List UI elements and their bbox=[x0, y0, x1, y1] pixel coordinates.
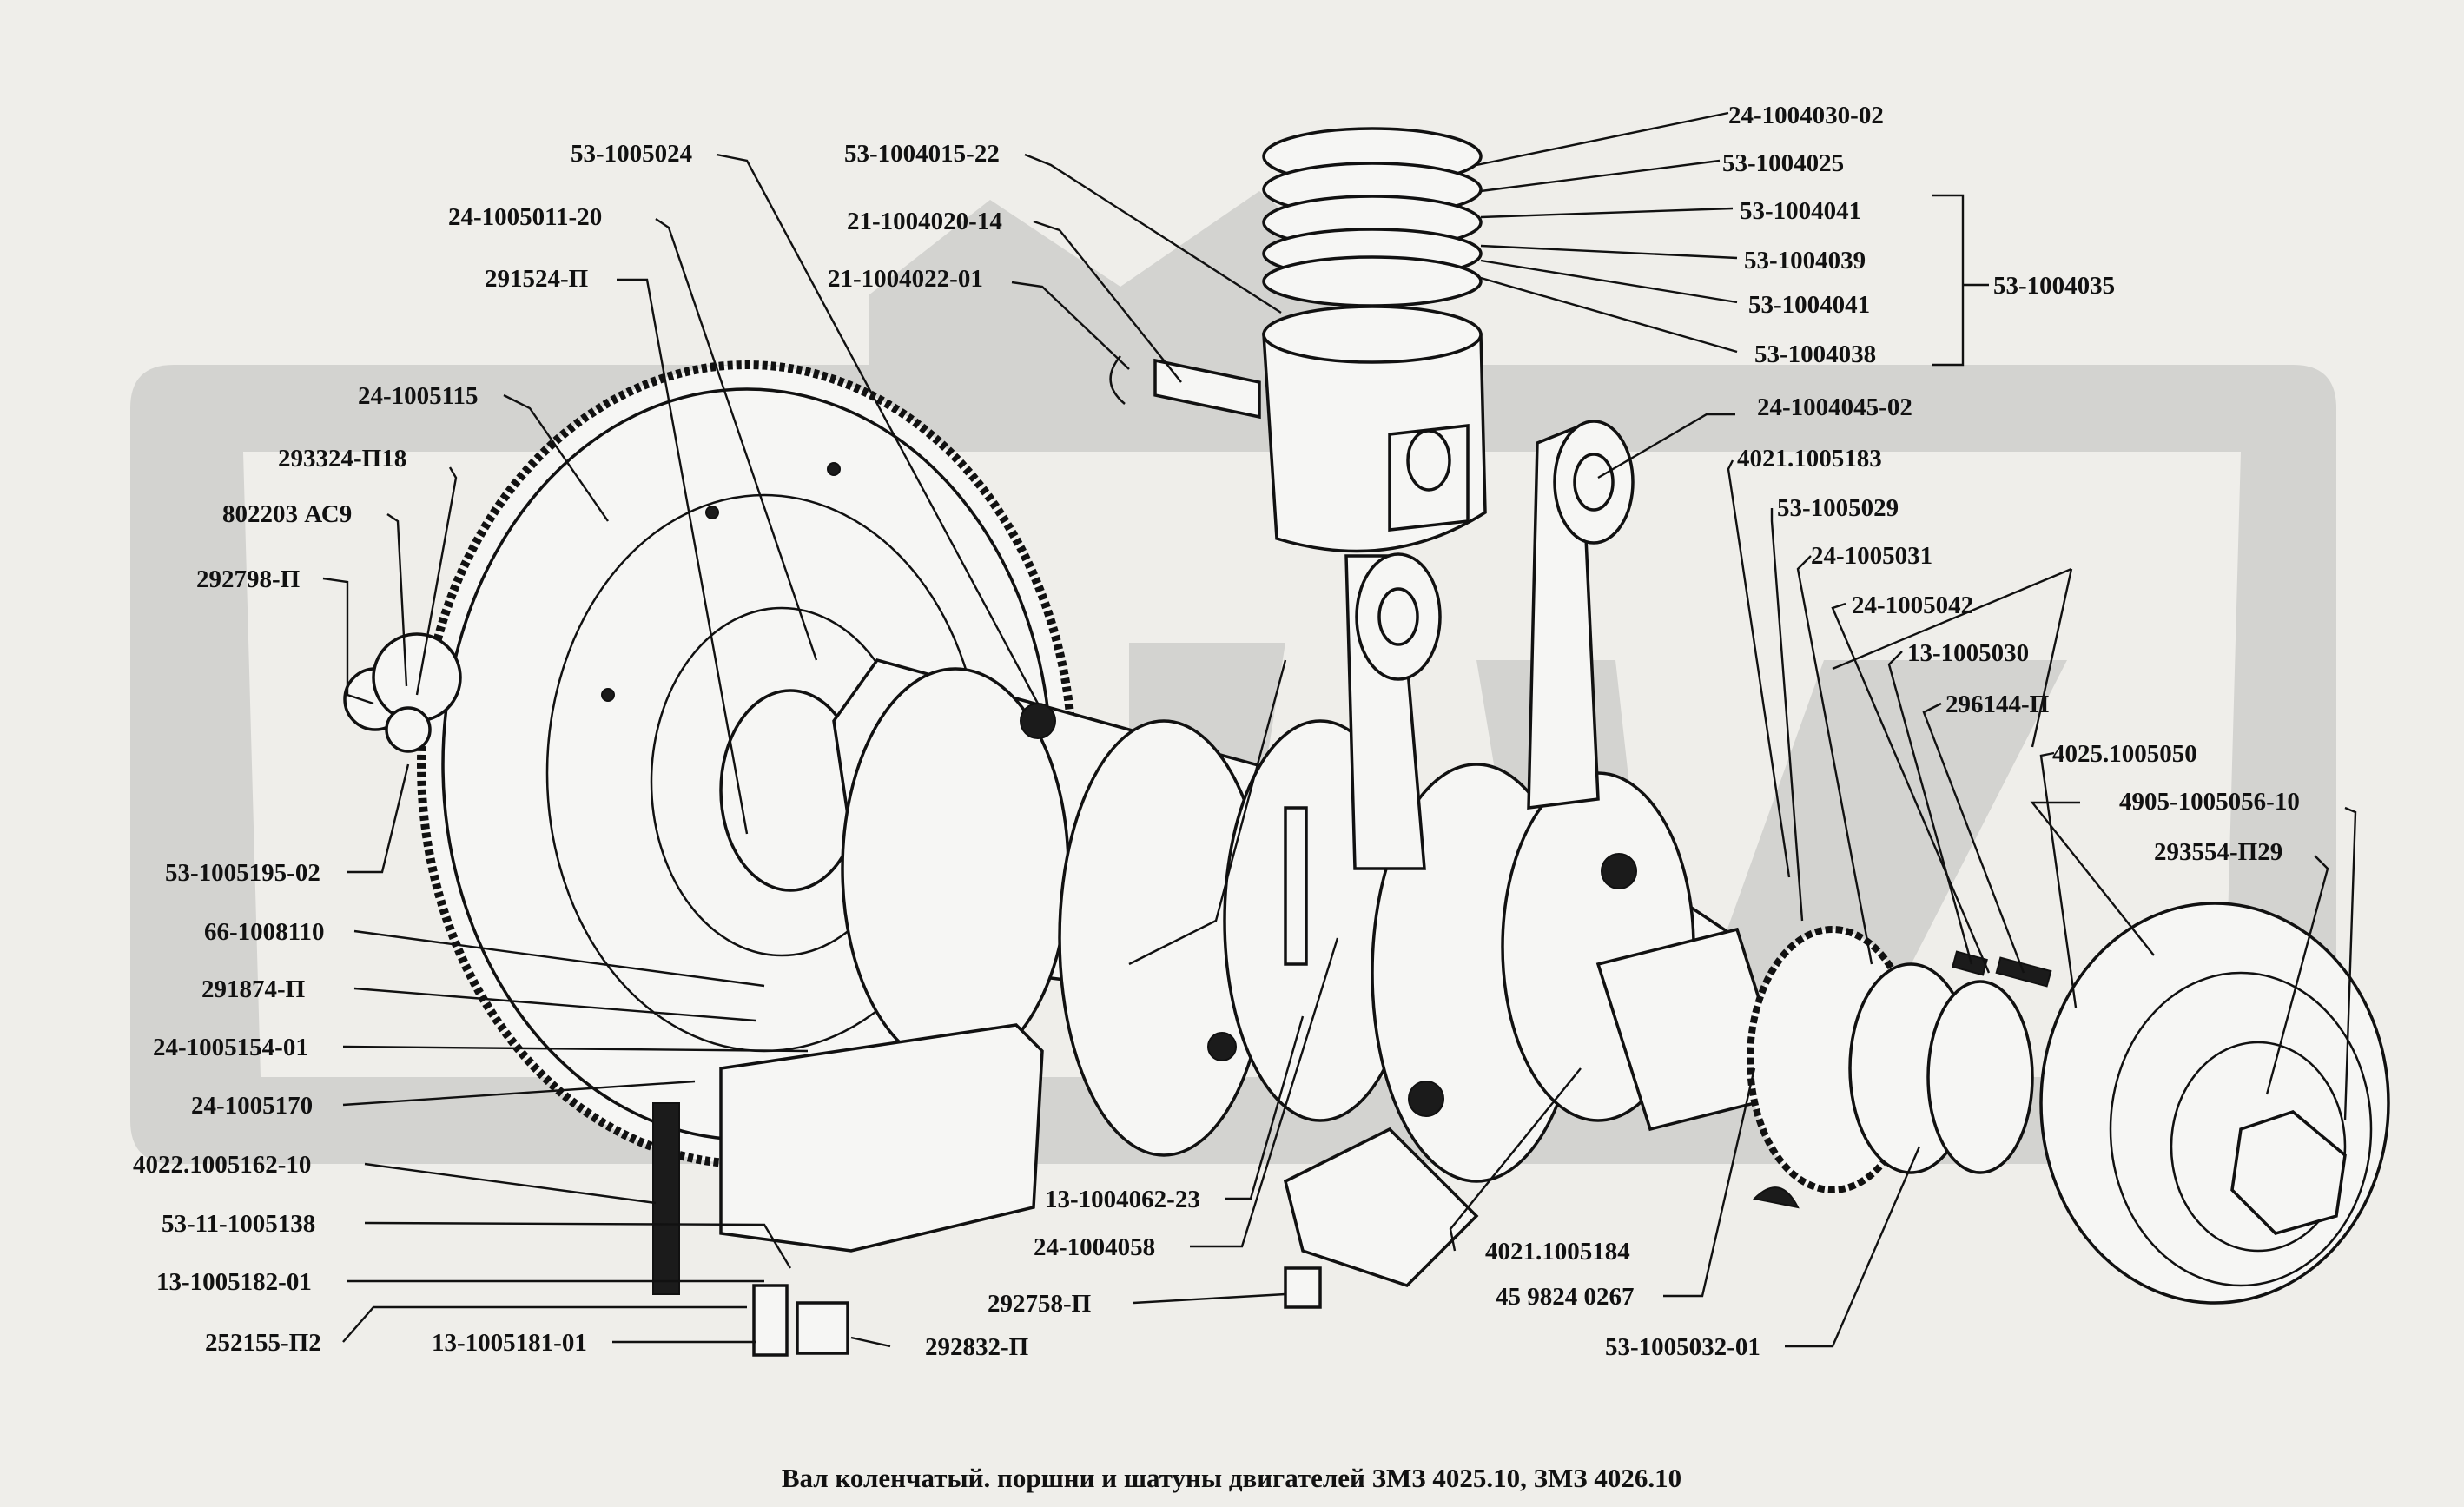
label-21-1004020-14: 21-1004020-14 bbox=[847, 208, 1002, 235]
part-labels: 24-1004030-02 53-1004025 53-1004041 53-1… bbox=[133, 102, 2300, 1361]
label-53-11-1005138: 53-11-1005138 bbox=[162, 1210, 315, 1238]
label-53-1004015-22: 53-1004015-22 bbox=[844, 140, 1000, 168]
main-bearing-cap bbox=[343, 632, 1322, 1357]
label-4905-1005056-10: 4905-1005056-10 bbox=[2119, 788, 2300, 816]
label-13-1005030: 13-1005030 bbox=[1907, 639, 2029, 667]
label-4025-1005050: 4025.1005050 bbox=[2052, 740, 2197, 768]
label-53-1005024: 53-1005024 bbox=[571, 140, 692, 168]
label-66-1008110: 66-1008110 bbox=[204, 918, 325, 946]
label-53-1004039: 53-1004039 bbox=[1744, 247, 1866, 274]
label-24-1004058: 24-1004058 bbox=[1034, 1233, 1155, 1261]
label-293554-p29: 293554-П29 bbox=[2154, 838, 2282, 866]
label-13-1005181-01: 13-1005181-01 bbox=[432, 1329, 587, 1357]
label-4021-1005184: 4021.1005184 bbox=[1485, 1238, 1630, 1266]
label-53-1005029: 53-1005029 bbox=[1777, 494, 1899, 522]
label-45-9824-0267: 45 9824 0267 bbox=[1496, 1283, 1635, 1311]
label-53-1005032-01: 53-1005032-01 bbox=[1605, 1333, 1760, 1361]
label-13-1004062-23: 13-1004062-23 bbox=[1045, 1186, 1200, 1213]
front-end-parts bbox=[1747, 902, 2390, 1305]
label-4022-1005162-10: 4022.1005162-10 bbox=[133, 1151, 311, 1179]
label-53-1004035: 53-1004035 bbox=[1993, 272, 2115, 300]
label-291524-p: 291524-П bbox=[485, 265, 588, 293]
label-24-1005115: 24-1005115 bbox=[358, 382, 479, 410]
piston-assembly bbox=[1109, 127, 1487, 553]
label-21-1004022-01: 21-1004022-01 bbox=[828, 265, 983, 293]
label-24-1005031: 24-1005031 bbox=[1811, 542, 1932, 570]
label-53-1005195-02: 53-1005195-02 bbox=[165, 859, 320, 887]
connecting-rods bbox=[1283, 420, 1635, 1288]
label-53-1004025: 53-1004025 bbox=[1722, 149, 1844, 177]
label-291874-p: 291874-П bbox=[201, 975, 305, 1003]
diagram-caption: Вал коленчатый. поршни и шатуны двигател… bbox=[782, 1463, 1681, 1493]
label-13-1005182-01: 13-1005182-01 bbox=[156, 1268, 312, 1296]
label-292832-p: 292832-П bbox=[925, 1333, 1028, 1361]
label-802203-as9: 802203 АС9 bbox=[222, 500, 352, 528]
leader-lines bbox=[322, 111, 2357, 1348]
label-53-1004041-b: 53-1004041 bbox=[1748, 291, 1870, 319]
label-252155-p2: 252155-П2 bbox=[205, 1329, 321, 1357]
label-292758-p: 292758-П bbox=[988, 1290, 1091, 1318]
label-24-1004045-02: 24-1004045-02 bbox=[1757, 393, 1912, 421]
label-24-1005154-01: 24-1005154-01 bbox=[153, 1034, 308, 1061]
label-53-1004038: 53-1004038 bbox=[1754, 340, 1876, 368]
label-293324-p18: 293324-П18 bbox=[278, 445, 406, 473]
label-24-1005170: 24-1005170 bbox=[191, 1092, 313, 1120]
label-24-1005042: 24-1005042 bbox=[1852, 592, 1973, 619]
label-292798-p: 292798-П bbox=[196, 565, 300, 593]
label-53-1004041-a: 53-1004041 bbox=[1740, 197, 1861, 225]
label-24-1005011-20: 24-1005011-20 bbox=[448, 203, 602, 231]
label-24-1004030-02: 24-1004030-02 bbox=[1728, 102, 1884, 129]
label-4021-1005183: 4021.1005183 bbox=[1737, 445, 1882, 473]
label-296144-p: 296144-П bbox=[1945, 691, 2049, 718]
